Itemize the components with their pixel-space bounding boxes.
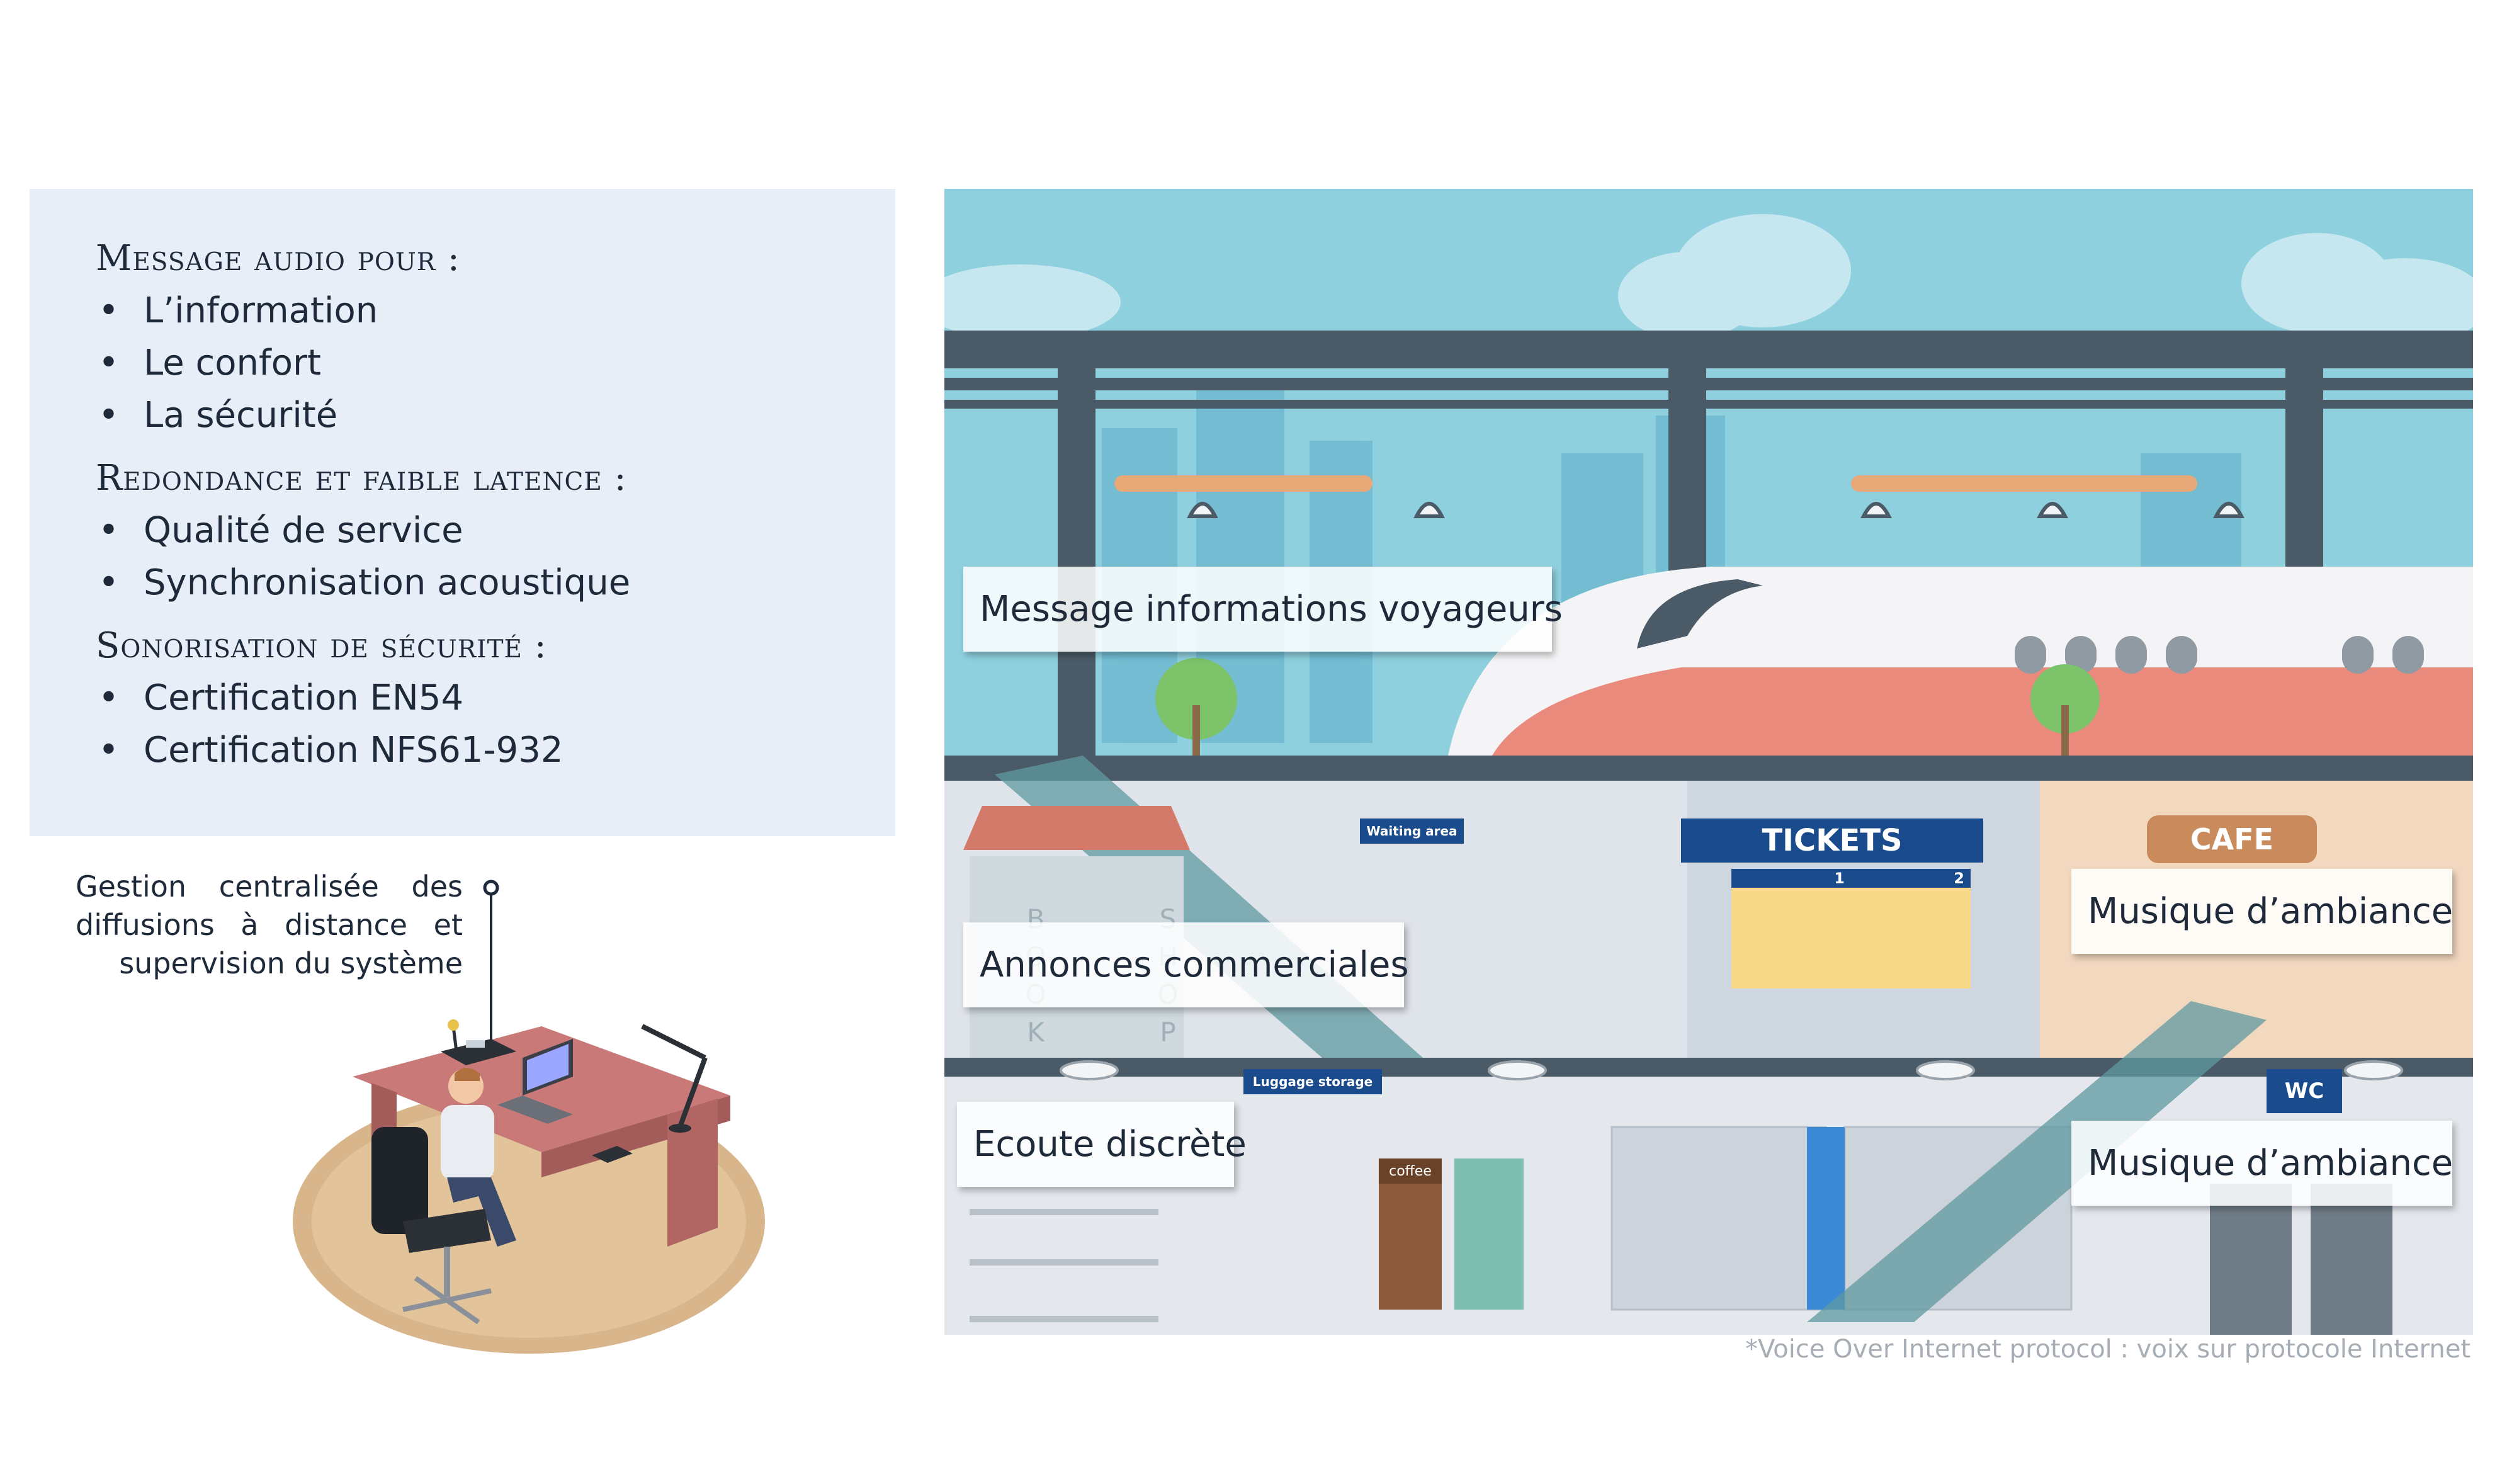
coffee-machine	[1379, 1158, 1442, 1310]
ticket-window-1	[1731, 869, 1851, 988]
vending-machine	[1454, 1158, 1524, 1310]
waiting-area-sign: Waiting area	[1360, 818, 1464, 844]
list-item: •L’information	[98, 290, 378, 331]
locker-payment	[1807, 1127, 1845, 1310]
platform-floor	[944, 756, 2473, 781]
roof-rail	[944, 378, 2473, 390]
escalator-lower	[1807, 1001, 2267, 1322]
section-list: •Certification EN54 •Certification NFS61…	[96, 672, 895, 776]
train-windshield	[1637, 579, 1763, 649]
platform-speakers	[1187, 502, 2244, 518]
laptop-display	[527, 1044, 569, 1090]
pillar	[1058, 368, 1095, 759]
ticket-counter-number: 1	[1731, 869, 1851, 888]
list-item: •La sécurité	[98, 395, 338, 436]
platform-tree	[1155, 658, 1237, 756]
section-redondance: Redondance et faible latence : •Qualité …	[96, 453, 895, 609]
section-audio: Message audio pour : •L’information •Le …	[96, 233, 895, 441]
clouds	[944, 214, 2473, 346]
chair-seat	[403, 1209, 491, 1253]
label-voyageurs: Message informations voyageurs	[963, 567, 1563, 652]
lamp-arm-top	[641, 1024, 706, 1060]
middle-floor	[944, 1058, 2473, 1077]
cafe-sign: CAFE	[2147, 815, 2317, 863]
chair-back	[371, 1127, 428, 1234]
leader-dot	[483, 880, 499, 896]
person-shirt	[441, 1105, 494, 1181]
bookshop-awning	[963, 806, 1190, 850]
train-stripe	[1492, 667, 2473, 756]
phone	[592, 1146, 633, 1163]
gestion-caption: Gestion centralisée des diffusions à dis…	[76, 869, 463, 980]
shelves	[970, 1209, 1158, 1322]
train-windows	[2015, 636, 2424, 674]
desk-drawer	[667, 1099, 718, 1247]
wc-doors	[2210, 1184, 2392, 1335]
chair-base	[414, 1276, 480, 1325]
list-item: •Le confort	[98, 343, 321, 383]
list-item: •Certification NFS61-932	[98, 730, 563, 771]
ticket-window-2	[1851, 869, 1971, 988]
tickets-sign: TICKETS	[1681, 818, 1983, 863]
label-annonces-commerciales: Annonces commerciales	[963, 922, 1409, 1007]
section-heading: Sonorisation de sécurité :	[96, 625, 547, 666]
audio-console	[441, 1039, 516, 1065]
lamp-arm	[677, 1056, 708, 1128]
luggage-storage-sign: Luggage storage	[1243, 1069, 1382, 1094]
section-list: •L’information •Le confort •La sécurité	[96, 285, 895, 441]
list-item: •Synchronisation acoustique	[98, 562, 631, 603]
person-hair	[455, 1068, 480, 1081]
roof-beam	[944, 331, 2473, 368]
laptop-base	[497, 1096, 573, 1124]
section-securite: Sonorisation de sécurité : •Certificatio…	[96, 620, 895, 776]
label-musique-ambiance-wc: Musique d’ambiance	[2071, 1121, 2453, 1206]
list-item: •Certification EN54	[98, 677, 464, 718]
station-scene: TICKETS 1 2 CAFE Waiting area Luggage st…	[944, 189, 2473, 1335]
roof-rail-2	[944, 400, 2473, 409]
coffee-label: coffee	[1379, 1158, 1442, 1184]
platform-tree	[2030, 664, 2100, 756]
section-heading: Redondance et faible latence :	[96, 458, 627, 499]
mic-light	[448, 1019, 459, 1031]
section-list: •Qualité de service •Synchronisation aco…	[96, 504, 895, 609]
lamp-base	[669, 1124, 691, 1133]
footnote: *Voice Over Internet protocol : voix sur…	[1745, 1335, 2471, 1364]
ceiling-light-bar	[1114, 475, 1373, 492]
ceiling-speakers	[1060, 1060, 2403, 1080]
console-screen	[466, 1040, 485, 1048]
info-panel: Message audio pour : •L’information •Le …	[30, 189, 895, 836]
person-trousers	[447, 1177, 516, 1247]
control-desk-illustration	[293, 880, 765, 1354]
label-musique-ambiance-cafe: Musique d’ambiance	[2071, 869, 2453, 954]
desk-top	[353, 1026, 730, 1152]
section-heading: Message audio pour :	[96, 238, 460, 279]
list-item: •Qualité de service	[98, 510, 463, 551]
label-ecoute-discrete: Ecoute discrète	[957, 1102, 1247, 1187]
ceiling-light-bar	[1851, 475, 2197, 492]
wc-sign: WC	[2267, 1069, 2342, 1113]
ticket-counter-number: 2	[1851, 869, 1971, 888]
